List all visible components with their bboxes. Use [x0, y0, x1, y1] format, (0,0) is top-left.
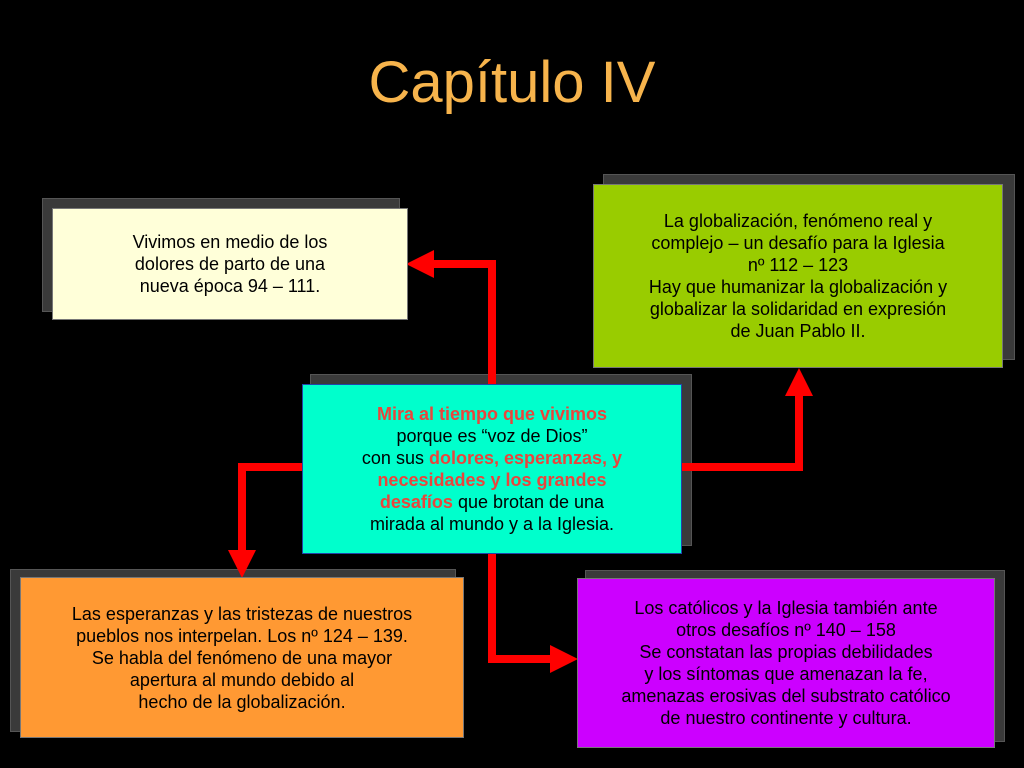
arrow-to-bottom-right [488, 554, 556, 663]
box-line: complejo – un desafío para la Iglesia [651, 233, 945, 253]
box-line: mirada al mundo y a la Iglesia. [369, 514, 615, 534]
arrowhead-top-left [406, 250, 434, 278]
arrowhead-top-right [785, 368, 813, 396]
box-line: y los síntomas que amenazan la fe, [644, 664, 928, 684]
box-line: nº 112 – 123 [747, 255, 849, 275]
box-line-emphasis: Mira al tiempo que vivimos [376, 404, 608, 424]
box-line-emphasis: desafíos [379, 492, 453, 512]
box-globalizacion: La globalización, fenómeno real y comple… [593, 184, 1003, 368]
box-esperanzas-tristezas: Las esperanzas y las tristezas de nuestr… [20, 577, 464, 738]
box-line: Hay que humanizar la globalización y [648, 277, 948, 297]
box-line: de Juan Pablo II. [730, 321, 866, 341]
box-line: porque es “voz de Dios” [396, 426, 588, 446]
box-line: Vivimos en medio de los [132, 232, 328, 252]
box-line-part: con sus [361, 448, 429, 468]
box-nueva-epoca: Vivimos en medio de los dolores de parto… [52, 208, 408, 320]
box-line: hecho de la globalización. [138, 691, 346, 712]
box-line: La globalización, fenómeno real y [663, 211, 933, 231]
box-line: globalizar la solidaridad en expresión [649, 299, 947, 319]
box-catolicos-desafios: Los católicos y la Iglesia también ante … [577, 578, 995, 748]
box-line: amenazas erosivas del substrato católico [621, 686, 951, 706]
box-line: nueva época 94 – 111. [139, 276, 321, 296]
box-line: pueblos nos interpelan. Los nº 124 – 139… [76, 625, 408, 646]
box-mira-al-tiempo: Mira al tiempo que vivimos porque es “vo… [302, 384, 682, 554]
box-line: Los católicos y la Iglesia también ante [634, 598, 938, 618]
arrow-to-bottom-left [238, 463, 302, 556]
box-line: Se habla del fenómeno de una mayor [91, 647, 393, 668]
box-line: Se constatan las propias debilidades [639, 642, 933, 662]
box-line-emphasis: necesidades y los grandes [377, 470, 607, 490]
box-line: Las esperanzas y las tristezas de nuestr… [71, 603, 413, 624]
slide-title: Capítulo IV [368, 50, 656, 115]
arrowhead-bottom-right [550, 645, 578, 673]
box-line: otros desafíos nº 140 – 158 [676, 620, 896, 640]
box-line: de nuestro continente y cultura. [660, 708, 912, 728]
box-line: con sus dolores, esperanzas, y [303, 447, 681, 469]
arrow-to-top-right [682, 392, 803, 471]
box-line-part: que brotan de una [452, 492, 605, 512]
box-line: desafíos que brotan de una [303, 491, 681, 513]
box-line: apertura al mundo debido al [129, 669, 355, 690]
box-line-emphasis: dolores, esperanzas, y [428, 448, 623, 468]
arrow-to-top-left [430, 260, 496, 384]
box-line: dolores de parto de una [134, 254, 326, 274]
